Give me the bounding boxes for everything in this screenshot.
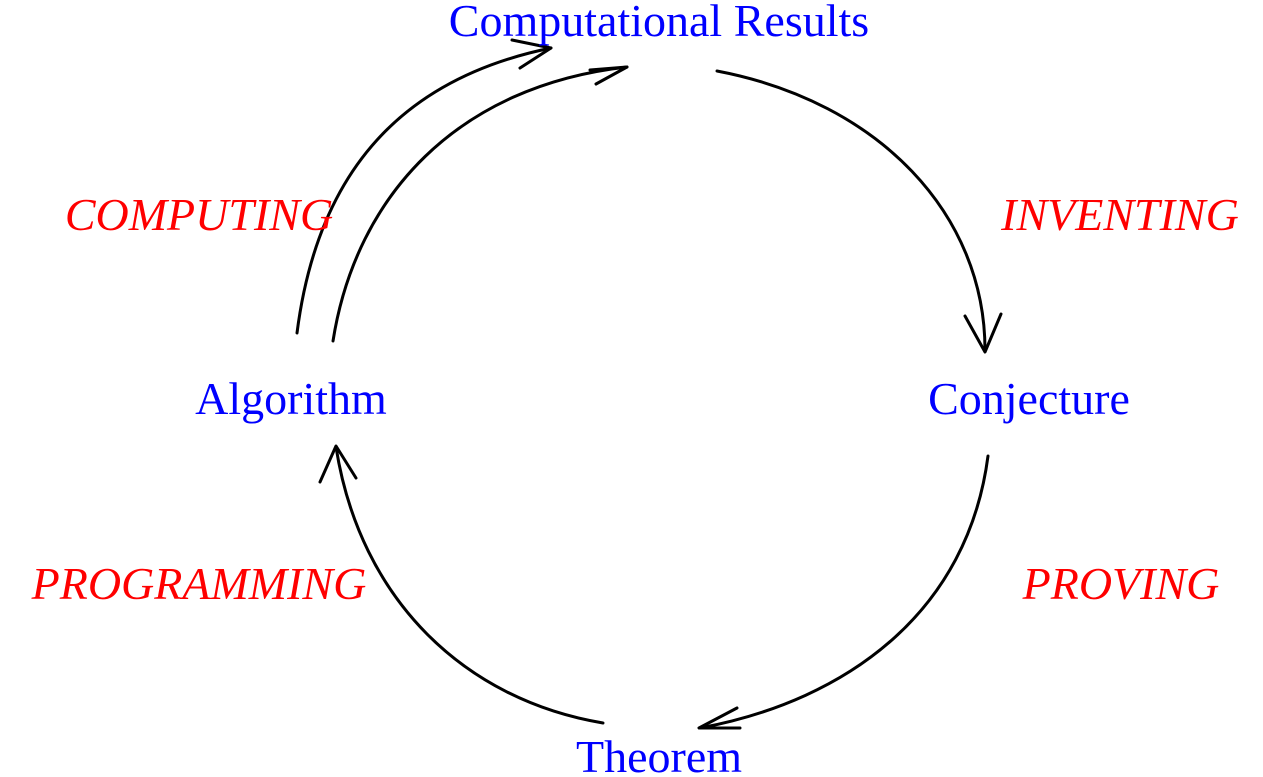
edge-label-inventing: INVENTING [1000, 189, 1239, 240]
edge-label-computing: COMPUTING [65, 189, 333, 240]
edge-label-programming: PROGRAMMING [31, 558, 367, 609]
node-conjecture: Conjecture [928, 373, 1130, 424]
arrowhead-algorithm [318, 444, 358, 484]
arrow-results-to-conjecture [715, 69, 987, 352]
arrowhead-theorem [697, 706, 742, 730]
node-computational-results: Computational Results [449, 0, 869, 46]
node-theorem: Theorem [576, 731, 742, 777]
arrow-algorithm-to-results-inner [331, 65, 629, 343]
arrowhead-results-inner [588, 65, 629, 86]
edge-labels: INVENTING PROVING PROGRAMMING COMPUTING [31, 189, 1239, 609]
arrow-theorem-to-algorithm [334, 445, 605, 725]
arrowhead-conjecture [963, 312, 1003, 354]
arrowhead-results-outer [510, 38, 553, 70]
arrow-algorithm-to-results-outer [295, 46, 553, 335]
node-algorithm: Algorithm [195, 373, 387, 424]
node-labels: Computational Results Conjecture Theorem… [195, 0, 1130, 777]
arrows [295, 38, 1003, 730]
edge-label-proving: PROVING [1022, 558, 1220, 609]
arrow-conjecture-to-theorem [698, 454, 990, 730]
